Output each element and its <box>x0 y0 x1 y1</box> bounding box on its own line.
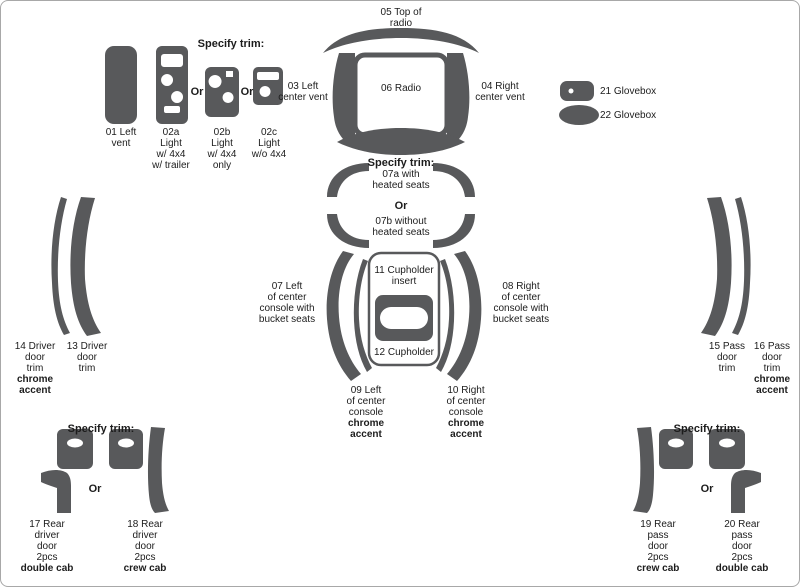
part-02b-shape <box>205 67 239 117</box>
part-21-label: 21 Glovebox <box>600 86 657 97</box>
part-02c-label: 02c Light w/o 4x4 <box>251 127 287 160</box>
part-09-shape <box>353 259 372 372</box>
part-06-label: 06 Radio <box>380 83 422 94</box>
part-05-label: 05 Top of radio <box>380 7 422 29</box>
specify-trim-light-label: Specify trim: <box>197 38 265 50</box>
part-12-label: 12 Cupholder <box>373 347 435 358</box>
part-02c-shape <box>253 67 283 105</box>
part-18-shape-handle <box>109 429 143 469</box>
part-08-shape <box>447 251 482 381</box>
part-07a-label: 07a with heated seats <box>372 169 430 191</box>
part-02b-label: 02b Light w/ 4x4 only <box>207 127 237 171</box>
part-07b-shape-right <box>433 214 475 248</box>
part-13-shape <box>70 197 101 336</box>
part-21-hole <box>568 88 574 94</box>
part-07-shape <box>326 251 361 381</box>
console-bezel-shape <box>337 128 465 155</box>
part-17-shape-handle <box>57 429 93 469</box>
part-03-label: 03 Left center vent <box>278 81 328 103</box>
part-12-shape <box>367 251 441 367</box>
part-20-shape-strip <box>731 470 761 513</box>
part-18-shape-strip <box>147 427 169 513</box>
part-21-shape <box>560 81 594 101</box>
part-11-label: 11 Cupholder insert <box>374 265 434 287</box>
part-08-label: 08 Right of center console with bucket s… <box>492 281 550 325</box>
part-04-shape <box>447 53 470 139</box>
part-02a-shape <box>156 46 188 124</box>
part-04-label: 04 Right center vent <box>475 81 525 103</box>
specify-trim-rear-left-label: Specify trim: <box>67 423 135 435</box>
part-19-shape-strip <box>633 427 655 513</box>
part-07b-shape-left <box>327 214 369 248</box>
or-seats-label: Or <box>394 200 408 212</box>
part-07-label: 07 Left of center console with bucket se… <box>258 281 316 325</box>
or-rear-right-label: Or <box>700 483 714 495</box>
part-02a-label: 02a Light w/ 4x4 w/ trailer <box>152 127 190 171</box>
part-01-label: 01 Left vent <box>105 127 137 149</box>
part-20-handle-hole <box>719 438 735 448</box>
part-07a-shape-right <box>433 163 475 197</box>
part-20-shape-handle <box>709 429 745 469</box>
specify-trim-seats-label: Specify trim: <box>367 157 435 169</box>
part-16-shape <box>732 197 751 335</box>
part-07a-shape-left <box>327 163 369 197</box>
part-22-shape <box>559 105 599 125</box>
or-light-2-label: Or <box>240 86 254 98</box>
part-07b-label: 07b without heated seats <box>372 216 430 238</box>
part-01-shape <box>105 46 137 124</box>
part-17-shape-strip <box>41 470 71 513</box>
part-18-handle-hole <box>118 438 134 448</box>
specify-trim-rear-right-label: Specify trim: <box>673 423 741 435</box>
part-10-shape <box>436 259 455 372</box>
or-rear-left-label: Or <box>88 483 102 495</box>
part-15-shape <box>701 197 732 336</box>
part-19-shape-handle <box>659 429 693 469</box>
part-15-label: 15 Pass door trim <box>708 341 746 374</box>
or-light-1-label: Or <box>190 86 204 98</box>
part-03-shape <box>332 53 355 139</box>
part-05-shape <box>323 28 479 53</box>
part-22-label: 22 Glovebox <box>600 110 657 121</box>
part-13-label: 13 Driver door trim <box>66 341 108 374</box>
part-14-shape <box>51 197 70 335</box>
part-06-shape <box>352 52 450 138</box>
part-19-handle-hole <box>668 438 684 448</box>
cupholder-hole-center <box>391 307 417 329</box>
part-17-handle-hole <box>67 438 83 448</box>
